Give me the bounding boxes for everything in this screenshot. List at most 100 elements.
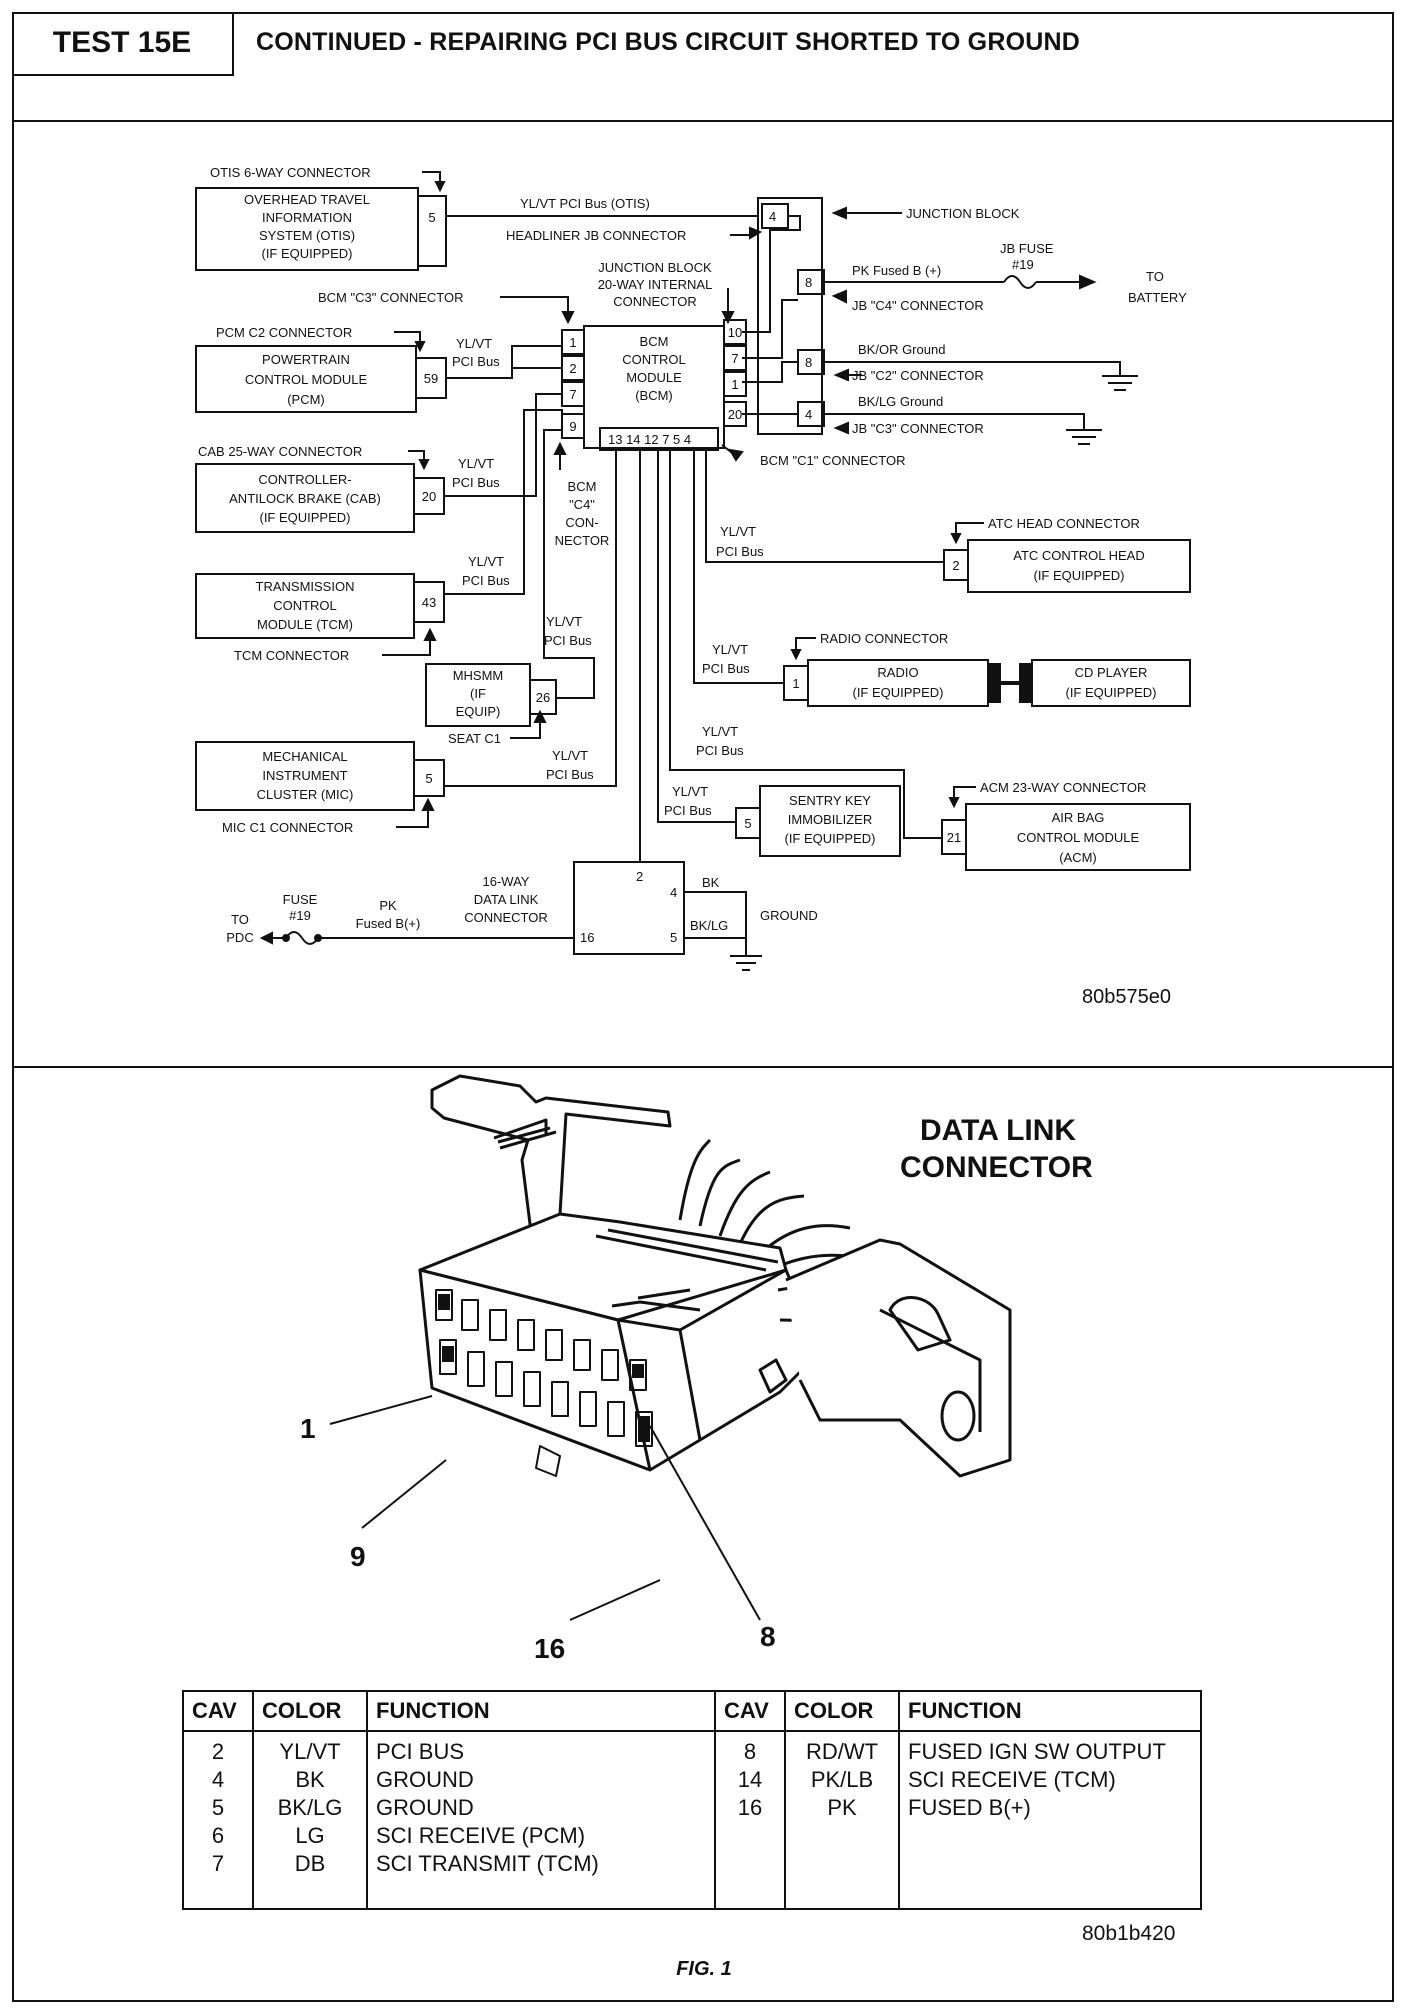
jb-fuse-label-2: #19: [1012, 257, 1034, 272]
dlc-pin-16: 16: [580, 930, 594, 945]
atc-wire-1: YL/VT: [720, 524, 756, 539]
connector-title-1: DATA LINK: [920, 1114, 1076, 1147]
left-color-3: LG: [295, 1823, 325, 1848]
cab-pin: 20: [422, 489, 436, 504]
bcm-bottom-pins: 13 14 12 7 5 4: [608, 432, 691, 447]
bcm-right-pin-2-label: 7: [731, 351, 738, 366]
jb-c2-label: JB "C2" CONNECTOR: [852, 368, 984, 383]
th-color-left: COLOR: [253, 1691, 368, 1732]
bcm-right-pin-4-label: 20: [728, 407, 742, 422]
cd-line-1: CD PLAYER: [1075, 665, 1148, 680]
right-function-col: FUSED IGN SW OUTPUT SCI RECEIVE (TCM) FU…: [899, 1731, 1201, 1909]
right-color-col: RD/WT PK/LB PK: [785, 1731, 900, 1909]
callout-8: 8: [760, 1621, 776, 1652]
acm-wire-1: YL/VT: [702, 724, 738, 739]
jb-fuse-label-1: JB FUSE: [1000, 241, 1054, 256]
atc-connector: [943, 549, 969, 581]
left-function-3: SCI RECEIVE (PCM): [376, 1823, 586, 1848]
mhsmm-wire-2: PCI Bus: [544, 633, 592, 648]
mhsmm-wire-1: YL/VT: [546, 614, 582, 629]
bcm-left-pin-2-label: 2: [569, 361, 576, 376]
bcm-left-pin-3-label: 7: [569, 387, 576, 402]
otis-line-3: SYSTEM (OTIS): [259, 228, 355, 243]
bcm-line-2: CONTROL: [622, 352, 686, 367]
right-cav-col: 8 14 16: [715, 1731, 786, 1909]
mhsmm-line-3: EQUIP): [456, 704, 501, 719]
bcm-c3-label: BCM "C3" CONNECTOR: [318, 290, 464, 305]
dlc-to-pdc-2: PDC: [226, 930, 253, 945]
otis-line-4: (IF EQUIPPED): [261, 246, 352, 261]
acm-line-3: (ACM): [1059, 850, 1097, 865]
pin-table-header: CAV COLOR FUNCTION CAV COLOR FUNCTION: [183, 1691, 1201, 1732]
left-function-4: SCI TRANSMIT (TCM): [376, 1851, 599, 1876]
jb-pin-8-c4-label: 8: [805, 275, 812, 290]
mic-line-3: CLUSTER (MIC): [257, 787, 354, 802]
left-function-2: GROUND: [376, 1795, 474, 1820]
cab-wire-2: PCI Bus: [452, 475, 500, 490]
sentry-pin: 5: [744, 816, 751, 831]
radio-plug: [987, 663, 1001, 703]
jb-pin-8-c2-label: 8: [805, 355, 812, 370]
bcm-c4-3: CON-: [565, 515, 598, 530]
cab-line-3: (IF EQUIPPED): [259, 510, 350, 525]
th-cav-right: CAV: [715, 1691, 786, 1732]
right-function-1: SCI RECEIVE (TCM): [908, 1767, 1116, 1792]
right-cav-1: 14: [737, 1767, 763, 1792]
dlc-ground: GROUND: [760, 908, 818, 923]
otis-line-1: OVERHEAD TRAVEL: [244, 192, 370, 207]
bcm-line-3: MODULE: [626, 370, 682, 385]
bcm-right-pin-4: [723, 401, 747, 427]
bcm-c4-2: "C4": [569, 497, 595, 512]
left-color-2: BK/LG: [277, 1795, 343, 1820]
left-color-0: YL/VT: [279, 1739, 341, 1764]
th-color-right: COLOR: [785, 1691, 900, 1732]
tcm-line-1: TRANSMISSION: [256, 579, 355, 594]
dlc-bklg: BK/LG: [690, 918, 728, 933]
left-color-1: BK: [295, 1767, 325, 1792]
header: TEST 15E CONTINUED - REPAIRING PCI BUS C…: [12, 12, 1394, 122]
left-function-1: GROUND: [376, 1767, 474, 1792]
mic-wire-1: YL/VT: [552, 748, 588, 763]
th-function-right: FUNCTION: [899, 1691, 1201, 1732]
otis-connector-label: OTIS 6-WAY CONNECTOR: [210, 165, 371, 180]
acm-line-1: AIR BAG: [1052, 810, 1105, 825]
dlc-label-1: 16-WAY: [483, 874, 530, 889]
th-cav-left: CAV: [183, 1691, 254, 1732]
dlc-pin-5: 5: [670, 930, 677, 945]
pcm-wire-1: YL/VT: [456, 336, 492, 351]
right-cav-2: 16: [737, 1795, 763, 1820]
tcm-wire-2: PCI Bus: [462, 573, 510, 588]
otis-pin: 5: [428, 210, 435, 225]
mic-line-1: MECHANICAL: [262, 749, 347, 764]
left-function-0: PCI BUS: [376, 1739, 465, 1764]
bcm-c1-label: BCM "C1" CONNECTOR: [760, 453, 906, 468]
acm-line-2: CONTROL MODULE: [1017, 830, 1140, 845]
left-cav-3: 6: [211, 1823, 225, 1848]
jb-pin-4-c3-label: 4: [805, 407, 812, 422]
left-cav-1: 4: [211, 1767, 225, 1792]
to-battery-1: TO: [1146, 269, 1164, 284]
dlc-bk: BK: [702, 875, 720, 890]
left-cav-0: 2: [211, 1739, 225, 1764]
dlc-box: [573, 861, 685, 955]
right-cav-0: 8: [743, 1739, 757, 1764]
figure-caption: FIG. 1: [676, 1958, 732, 1980]
sentry-line-2: IMMOBILIZER: [788, 812, 873, 827]
bcm-right-pin-3: [723, 371, 747, 397]
cab-wire-1: YL/VT: [458, 456, 494, 471]
jb-fuse-wire: PK Fused B (+): [852, 263, 941, 278]
dlc-pk-1: PK: [379, 898, 397, 913]
radio-line-2: (IF EQUIPPED): [852, 685, 943, 700]
mic-connector-label: MIC C1 CONNECTOR: [222, 820, 353, 835]
dlc-label-3: CONNECTOR: [464, 910, 548, 925]
jb-pin-4-top-label: 4: [769, 209, 776, 224]
diagram-image-code: 80b575e0: [1082, 986, 1171, 1008]
sentry-line-1: SENTRY KEY: [789, 793, 871, 808]
mhsmm-connector-label: SEAT C1: [448, 731, 501, 746]
tcm-line-2: CONTROL: [273, 598, 337, 613]
bcm-c4-1: BCM: [568, 479, 597, 494]
mic-pin: 5: [425, 771, 432, 786]
dlc-label-2: DATA LINK: [474, 892, 539, 907]
bcm-right-pin-1: [723, 319, 747, 345]
